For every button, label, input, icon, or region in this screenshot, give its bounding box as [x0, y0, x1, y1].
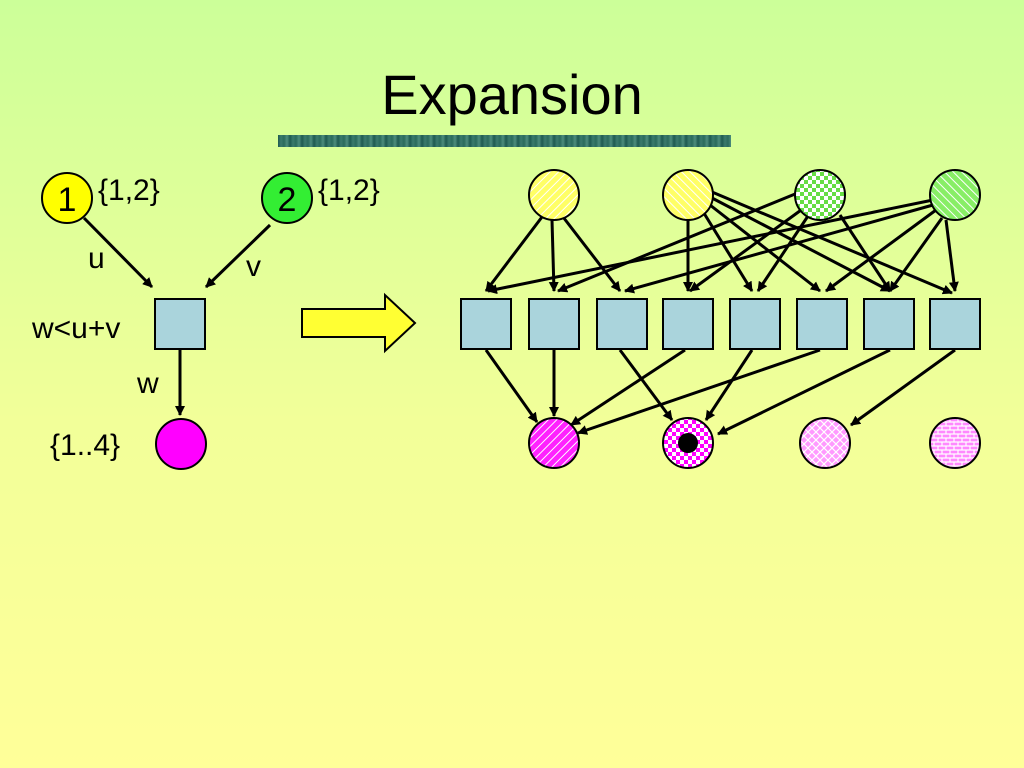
expanded-edge — [711, 190, 953, 295]
node-v-domain: {1,2} — [318, 174, 380, 207]
expanded-edge — [689, 203, 809, 293]
edge-v-label: v — [246, 250, 261, 283]
node-w-domain: {1..4} — [50, 429, 120, 462]
expanded-edge — [717, 348, 891, 436]
expanded-variable-u2 — [662, 169, 714, 221]
variable-node-w — [155, 418, 207, 470]
expanded-variable-v1 — [794, 169, 846, 221]
expanded-factor — [796, 298, 848, 350]
expanded-edge — [558, 212, 622, 292]
title-underline — [278, 135, 731, 147]
expanded-edge — [709, 203, 821, 293]
node-u-domain: {1,2} — [98, 174, 160, 207]
expanded-factor — [460, 298, 512, 350]
constraint-factor — [154, 298, 206, 350]
expanded-factor — [662, 298, 714, 350]
expanded-edge — [487, 198, 934, 295]
expanded-edge — [570, 348, 686, 427]
expanded-edge — [577, 348, 821, 435]
expanded-variable-w3 — [799, 417, 851, 469]
expanded-edge — [618, 349, 674, 421]
expanded-factor — [929, 298, 981, 350]
expanded-edge — [557, 190, 801, 293]
expanded-factor — [863, 298, 915, 350]
node-u-label: 1 — [58, 181, 77, 219]
left-factor-graph: 1 {1,2} 2 {1,2} u v w<u+v w {1..4} — [31, 172, 380, 470]
variable-node-v — [261, 172, 313, 224]
expanded-edge — [548, 219, 559, 292]
edge-v — [204, 223, 272, 289]
edge-w-label: w — [136, 367, 159, 400]
edge-u — [82, 216, 154, 289]
expanded-factor — [528, 298, 580, 350]
expanded-factor-graph — [460, 169, 981, 469]
expanded-edge — [944, 219, 959, 292]
variable-node-u — [41, 172, 93, 224]
expanded-edge — [850, 348, 956, 427]
expanded-edge — [700, 209, 754, 292]
expanded-edge — [484, 349, 539, 423]
expanded-variable-w2-dot — [678, 433, 698, 453]
expanded-edge — [756, 209, 814, 292]
expanded-edge — [888, 217, 944, 292]
expanded-edge — [484, 212, 547, 292]
expanded-variable-w1 — [528, 417, 580, 469]
slide-title: Expansion — [381, 63, 643, 126]
expanded-edge — [825, 208, 937, 293]
node-v-label: 2 — [278, 181, 297, 219]
expanded-variable-u1 — [528, 169, 580, 221]
expansion-arrow — [301, 292, 417, 354]
expanded-edge — [704, 349, 754, 421]
expanded-variable-v2 — [929, 169, 981, 221]
expanded-edge — [711, 196, 891, 293]
expanded-factor — [596, 298, 648, 350]
expanded-edge — [624, 203, 934, 294]
expanded-variable-w4 — [929, 417, 981, 469]
constraint-label: w<u+v — [31, 312, 120, 345]
edge-u-label: u — [88, 242, 105, 275]
expanded-factor — [729, 298, 781, 350]
